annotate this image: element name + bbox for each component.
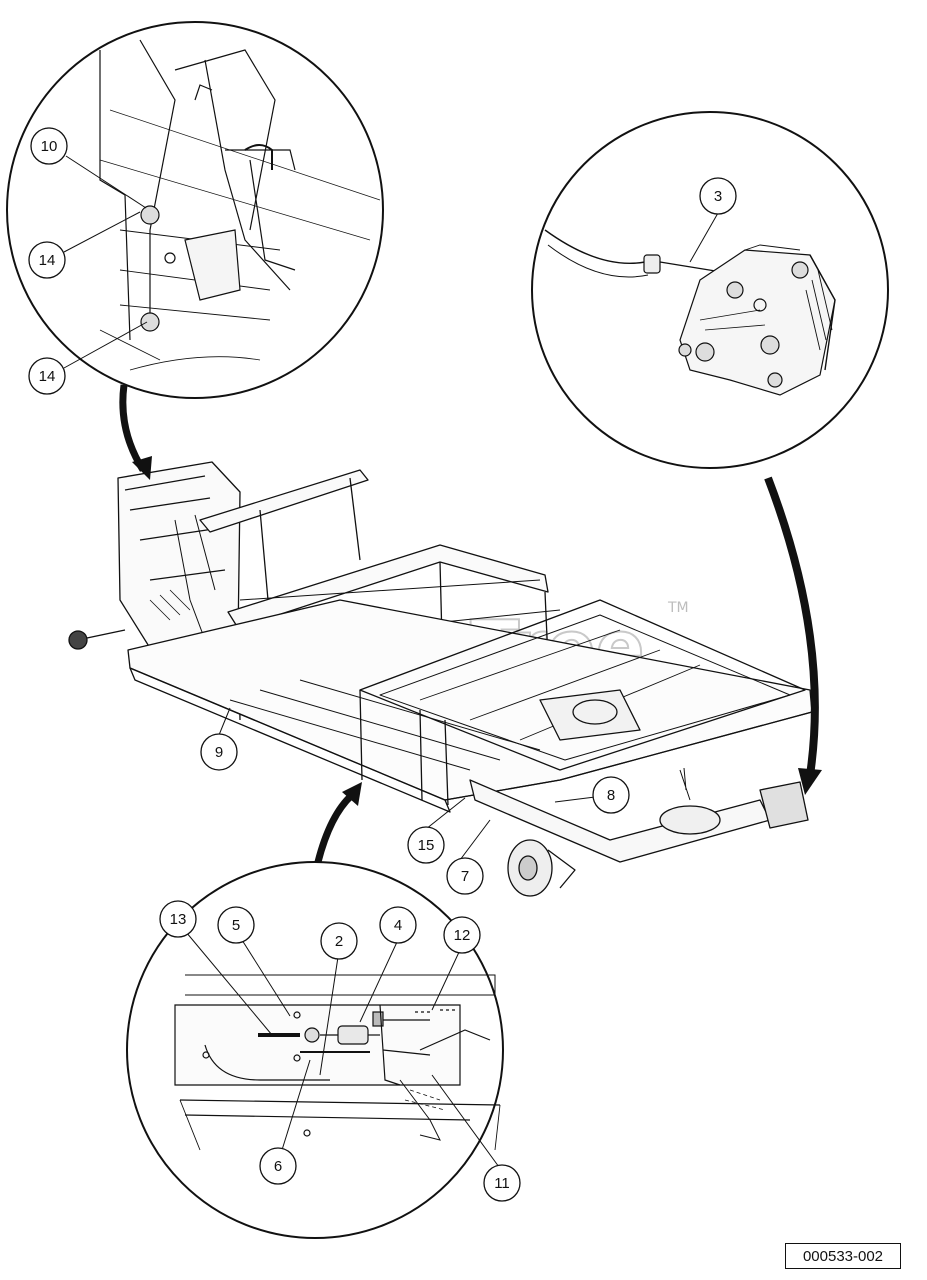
svg-text:14: 14 — [39, 252, 56, 269]
svg-text:8: 8 — [607, 787, 615, 804]
svg-text:12: 12 — [454, 927, 471, 944]
callout-14-upper: 14 — [28, 241, 66, 279]
svg-text:15: 15 — [418, 837, 435, 854]
svg-text:5: 5 — [232, 917, 240, 934]
callout-13: 13 — [159, 900, 197, 938]
callout-14-lower: 14 — [28, 357, 66, 395]
svg-text:7: 7 — [461, 868, 469, 885]
callout-10: 10 — [30, 127, 68, 165]
callout-7: 7 — [446, 857, 484, 895]
callout-9: 9 — [200, 733, 238, 771]
leader-lines — [63, 155, 719, 1168]
detail-circle-caliper — [531, 111, 889, 469]
callouts: 10 14 14 3 9 8 15 7 13 5 2 4 12 6 11 — [28, 127, 737, 1202]
svg-text:3: 3 — [714, 188, 722, 205]
callout-11: 11 — [483, 1164, 521, 1202]
callout-15: 15 — [407, 826, 445, 864]
svg-text:9: 9 — [215, 744, 223, 761]
detail-circle-pedal — [6, 21, 384, 399]
detail-arrows — [119, 384, 822, 863]
svg-text:10: 10 — [41, 138, 58, 155]
svg-text:11: 11 — [494, 1175, 510, 1192]
callout-4: 4 — [379, 906, 417, 944]
vehicle-frame — [68, 461, 813, 897]
svg-text:13: 13 — [170, 911, 187, 928]
callout-12: 12 — [443, 916, 481, 954]
callout-3: 3 — [699, 177, 737, 215]
watermark-trademark: TM — [667, 600, 689, 616]
callout-8: 8 — [592, 776, 630, 814]
reference-code: 000533-002 — [785, 1243, 901, 1269]
callout-2: 2 — [320, 922, 358, 960]
svg-text:14: 14 — [39, 368, 56, 385]
svg-text:6: 6 — [274, 1158, 282, 1175]
callout-6: 6 — [259, 1147, 297, 1185]
svg-text:4: 4 — [394, 917, 402, 934]
detail-circle-cable — [126, 861, 504, 1239]
callout-5: 5 — [217, 906, 255, 944]
svg-text:2: 2 — [335, 933, 343, 950]
